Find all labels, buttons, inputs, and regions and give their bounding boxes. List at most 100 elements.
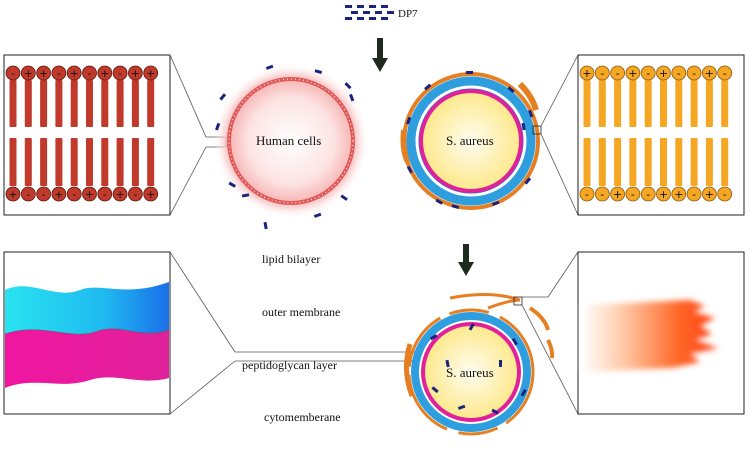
lipid-bilayer-label: lipid bilayer: [262, 252, 321, 266]
bacteria-lipid-head-top: [686, 65, 702, 81]
bacteria-lipid-tail-upper: [721, 80, 729, 127]
human-lipid-tail-lower: [40, 138, 48, 186]
human-lipid-tail-lower: [55, 138, 63, 186]
human-lipid-panel: -++-+--++--++--++-++: [3, 54, 171, 216]
bacteria-charge-top: +: [705, 67, 714, 80]
bacteria-lipid-tail-lower: [644, 138, 652, 186]
human-charge-top: +: [39, 67, 48, 80]
bacteria-lipid-head-bottom: [686, 186, 702, 202]
human-lipid-tail-lower: [116, 138, 124, 186]
human-charge-top: +: [24, 67, 33, 80]
bacteria-lipid-tail-lower: [675, 138, 683, 186]
bacteria-charge-bottom: -: [723, 188, 727, 201]
bacteria-lipid-tail-lower: [705, 138, 713, 186]
human-lipid-head-top: [127, 65, 143, 81]
bacteria-lipid-tail-upper: [690, 80, 698, 127]
human-lipid-head-bottom: [127, 186, 143, 202]
human-charge-bottom: +: [85, 188, 94, 201]
human-charge-bottom: +: [146, 188, 155, 201]
s-aureus-bottom-label: S. aureus: [446, 365, 494, 380]
human-lipid-head-top: [51, 65, 67, 81]
bacteria-charge-bottom: +: [705, 188, 714, 201]
human-lipid-tail-upper: [55, 80, 63, 127]
human-charge-top: +: [146, 67, 155, 80]
bacteria-lipid-head-bottom: [702, 186, 717, 202]
human-charge-top: -: [118, 67, 122, 80]
human-charge-top: -: [88, 67, 92, 80]
human-lipid-head-bottom: [82, 186, 97, 202]
human-lipid-tail-upper: [131, 80, 139, 127]
human-lipid-tail-lower: [147, 138, 155, 186]
dp7-peptides-bacteria-top: [406, 71, 534, 209]
bacteria-lipid-head-bottom: [610, 186, 625, 202]
human-charge-top: +: [131, 67, 140, 80]
bacteria-lipid-tail-upper: [583, 80, 591, 127]
bacteria-lipid-tail-lower: [614, 138, 622, 186]
outer-membrane-label: outer membrane: [262, 305, 341, 319]
human-lipid-head-top: [20, 65, 36, 81]
human-lipid-head-bottom: [97, 186, 113, 202]
human-charge-bottom: -: [26, 188, 30, 201]
human-lipid-tail-upper: [147, 80, 155, 127]
human-charge-bottom: +: [115, 188, 124, 201]
human-lipid-tail-upper: [9, 80, 17, 127]
human-lipid-head-bottom: [5, 186, 21, 202]
bacteria-charge-top: -: [677, 67, 681, 80]
human-charge-bottom: -: [103, 188, 107, 201]
bacteria-lipid-head-bottom: [656, 186, 671, 202]
bacteria-lipid-tail-lower: [583, 138, 591, 186]
human-lipid-tail-lower: [131, 138, 139, 186]
membrane-zoom-lines: [169, 251, 420, 415]
membrane-layers-panel: [3, 251, 171, 415]
human-lipid-tail-upper: [101, 80, 109, 127]
bacteria-lipid-tail-upper: [629, 80, 637, 127]
bacteria-lipid-head-bottom: [717, 186, 733, 202]
human-charge-bottom: -: [72, 188, 76, 201]
bacteria-charge-top: -: [646, 67, 650, 80]
bacteria-charge-bottom: +: [674, 188, 683, 201]
dp7-label: DP7: [398, 8, 418, 20]
bacteria-charge-bottom: -: [631, 188, 635, 201]
human-charge-bottom: -: [42, 188, 46, 201]
bacteria-charge-bottom: -: [692, 188, 696, 201]
human-charge-bottom: -: [133, 188, 137, 201]
bacteria-lipid-tail-lower: [721, 138, 729, 186]
bacteria-lipid-tail-upper: [598, 80, 606, 127]
disruption-zoom-lines: [513, 251, 579, 415]
human-lipid-head-bottom: [66, 186, 82, 202]
bacteria-lipid-head-top: [594, 65, 610, 81]
human-charge-bottom: +: [54, 188, 63, 201]
s-aureus-cell-bottom: [404, 292, 555, 436]
bacteria-lipid-head-top: [640, 65, 656, 81]
human-cells-label: Human cells: [256, 133, 322, 148]
human-lipid-head-top: [97, 65, 113, 81]
human-lipid-tail-upper: [116, 80, 124, 127]
human-lipid-head-top: [66, 65, 82, 81]
human-lipid-tail-lower: [101, 138, 109, 186]
bacteria-lipid-head-top: [717, 65, 733, 81]
human-lipid-head-top: [36, 65, 51, 81]
bacteria-zoom-lines: [532, 54, 579, 216]
human-lipid-head-bottom: [20, 186, 36, 202]
dp7-peptides-human: [215, 64, 355, 230]
bacteria-lipid-head-top: [579, 65, 595, 81]
bacteria-charge-bottom: -: [646, 188, 650, 201]
human-lipid-head-top: [82, 65, 97, 81]
bacteria-charge-bottom: -: [585, 188, 589, 201]
human-lipid-head-top: [112, 65, 128, 81]
bacteria-charge-bottom: -: [600, 188, 604, 201]
bacteria-lipid-head-bottom: [625, 186, 641, 202]
bacteria-lipid-head-bottom: [594, 186, 610, 202]
human-lipid-tail-lower: [86, 138, 93, 186]
human-lipid-head-top: [143, 65, 159, 81]
cytomemberane-label: cytomemberane: [264, 410, 341, 424]
s-aureus-top-label: S. aureus: [446, 133, 494, 148]
human-lipid-tail-lower: [24, 138, 32, 186]
bacteria-charge-top: +: [582, 67, 591, 80]
bacteria-lipid-head-bottom: [671, 186, 687, 202]
bacteria-charge-top: -: [616, 67, 620, 80]
dp7-peptides-bacteria-bottom: [429, 323, 527, 415]
bacteria-charge-bottom: +: [659, 188, 668, 201]
human-lipid-head-bottom: [36, 186, 51, 202]
